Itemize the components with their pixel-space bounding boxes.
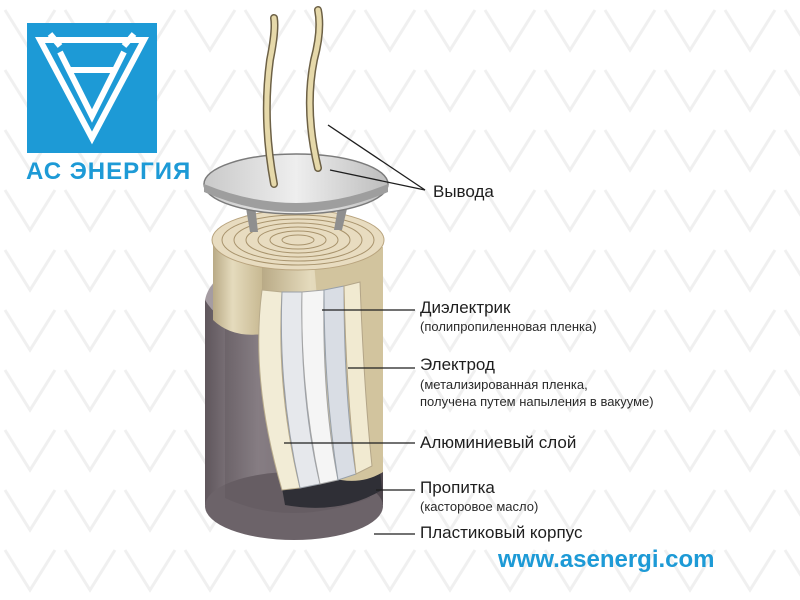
logo-name: АС ЭНЕРГИЯ bbox=[26, 158, 191, 186]
label-impregnation-note: (касторовое масло) bbox=[420, 498, 538, 515]
label-aluminum: Алюминиевый слой bbox=[420, 433, 576, 453]
label-electrode-note-2: получена путем напыления в вакууме) bbox=[420, 393, 654, 410]
company-logo bbox=[27, 23, 157, 153]
label-electrode: Электрод bbox=[420, 355, 495, 375]
label-leads: Вывода bbox=[433, 182, 494, 202]
label-case: Пластиковый корпус bbox=[420, 523, 582, 543]
peeled-layers bbox=[259, 282, 372, 490]
label-impregnation: Пропитка bbox=[420, 478, 495, 498]
label-dielectric: Диэлектрик bbox=[420, 298, 511, 318]
website-link[interactable]: www.asenergi.com bbox=[498, 546, 715, 574]
label-electrode-note-1: (метализированная пленка, bbox=[420, 376, 588, 393]
label-dielectric-note: (полипропиленновая пленка) bbox=[420, 318, 597, 335]
